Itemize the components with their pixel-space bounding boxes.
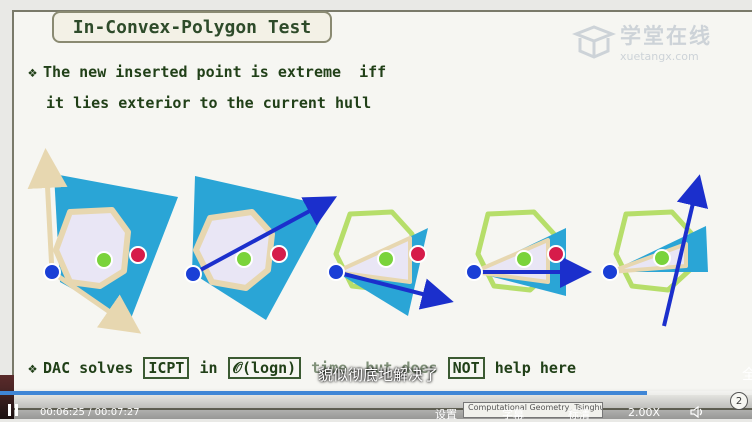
settings-button[interactable]: 设置 [435,408,457,421]
figure-3 [327,209,454,316]
volume-icon[interactable] [690,406,704,418]
bullet-line-2: it lies exterior to the current hull [46,94,372,112]
blue-point [465,263,483,281]
red-point [409,245,427,263]
green-point [235,250,253,268]
dac-not: NOT [447,357,485,379]
course-chip: Computational Geometry, Tsinghua Univers… [463,402,603,418]
red-point [129,246,147,264]
green-point [653,249,671,267]
bullet-line-1: ❖ The new inserted point is extreme iff [28,63,386,81]
pause-icon[interactable] [6,403,20,417]
page-number: 2 [730,392,748,410]
fullscreen-label[interactable]: 全 [742,367,752,383]
current-time: 00:06:25 [40,407,85,418]
extension-arrow-up [27,148,68,273]
search-arrow [662,174,709,327]
total-time: 00:07:27 [94,407,140,418]
figure-4 [465,209,592,296]
dac-hidden-text: time, but does [311,359,438,377]
quality-button[interactable]: 标清 [568,408,590,421]
bullet-icon: ❖ [28,359,38,377]
dac-complexity: 𝒪(logn) [227,357,302,379]
search-arrow [335,270,454,310]
dac-line: ❖ DAC solves ICPT in 𝒪(logn) time, but d… [28,357,576,379]
blue-point [327,263,345,281]
video-subtitle: 貌似彻底地解决了 [318,366,439,384]
green-point [377,250,395,268]
green-point [515,250,533,268]
progress-bar[interactable] [0,391,752,395]
sub-triangle [608,242,688,274]
progress-fill [0,391,647,395]
xuetangx-logo: 学堂在线 xuetangx.com [572,20,712,63]
red-point [547,245,565,263]
convex-polygon [53,207,131,289]
search-arrow [192,196,338,276]
figure-5 [601,174,709,327]
blue-point [601,263,619,281]
dac-in: in [199,359,218,377]
logo-name-cn: 学堂在线 [620,24,712,48]
blue-point [184,265,202,283]
extension-arrow-down [50,269,142,334]
blue-point [43,263,61,281]
logo-domain: xuetangx.com [620,50,699,63]
figure-2 [184,176,338,320]
green-point [95,251,113,269]
xuetangx-logo-icon [572,24,616,59]
figure-1 [27,148,178,334]
dac-icpt: ICPT [143,357,190,379]
time-display: 00:06:25 / 00:07:27 [40,407,140,418]
sub-triangle [334,236,412,284]
dac-suffix: help here [494,359,576,377]
bullet-icon: ❖ [28,63,38,81]
dac-prefix: DAC solves [43,359,134,377]
sub-triangle [472,238,550,284]
bullet-text-1: The new inserted point is extreme iff [43,63,387,81]
speed-button[interactable]: 2.00X [628,406,661,419]
convex-polygon [613,209,695,293]
slide-title: In-Convex-Polygon Test [52,11,332,43]
captions-button[interactable]: 字幕 [502,408,524,421]
red-point [270,245,288,263]
